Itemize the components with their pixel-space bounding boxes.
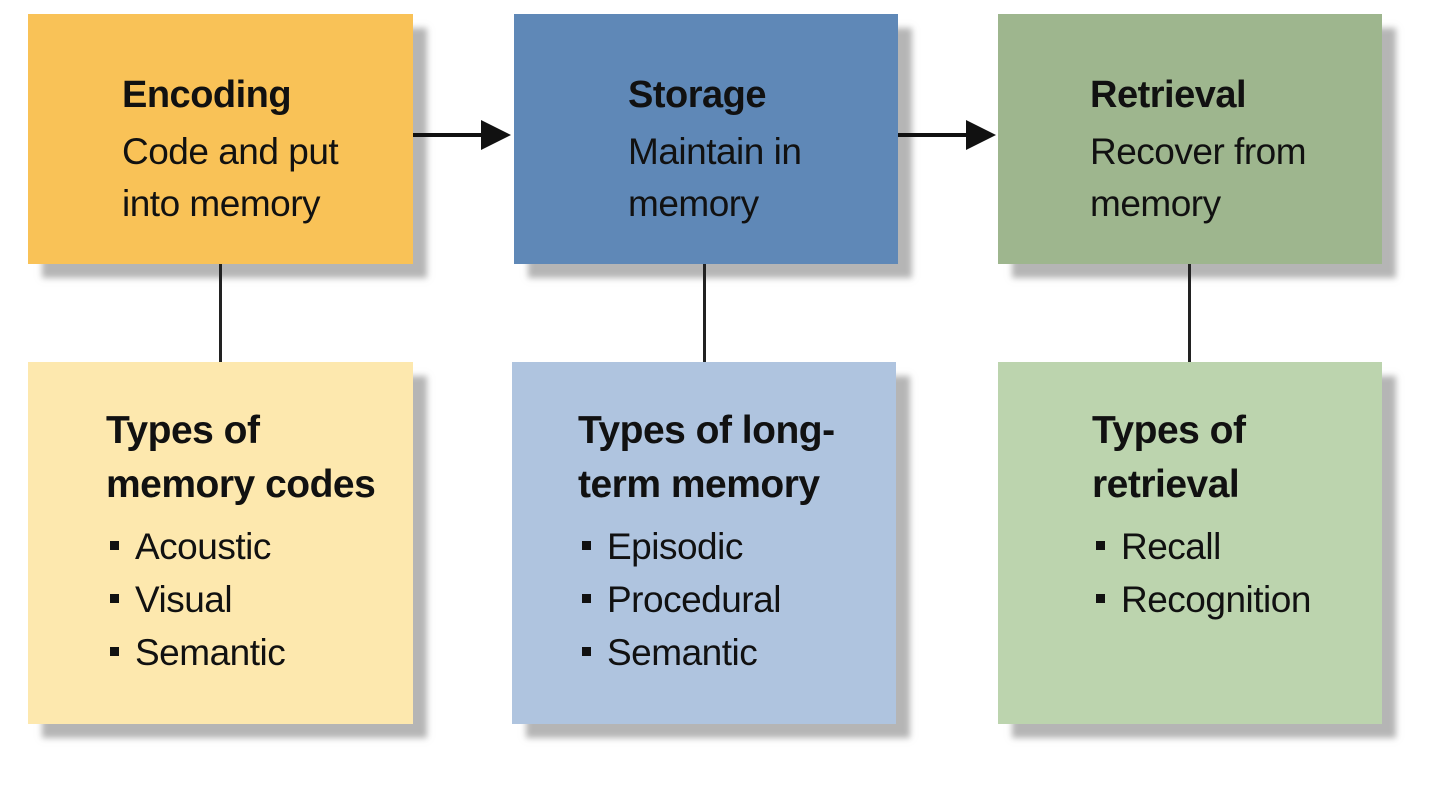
list-item: Recognition [1096, 573, 1311, 626]
list-item: Semantic [110, 626, 286, 679]
bullet-square-icon [1096, 540, 1105, 550]
bullet-square-icon [582, 540, 591, 550]
long-term-memory-title: Types of long-term memory [578, 409, 835, 506]
storage-connector [703, 264, 706, 362]
retrieval-title: Retrieval [1090, 74, 1247, 116]
retrieval-connector [1188, 264, 1191, 362]
bullet-square-icon [582, 646, 591, 656]
list-item: Semantic [582, 626, 781, 679]
retrieval-stage-box: Retrieval Recover from memory [998, 14, 1382, 264]
list-item: Episodic [582, 520, 781, 573]
storage-title: Storage [628, 74, 766, 116]
encoding-connector [219, 264, 222, 362]
long-term-memory-list: Episodic Procedural Semantic [582, 520, 781, 679]
bullet-square-icon [582, 593, 591, 603]
storage-stage-box: Storage Maintain in memory [514, 14, 898, 264]
retrieval-description: Recover from memory [1090, 131, 1307, 224]
storage-description: Maintain in memory [628, 131, 802, 224]
arrow-encoding-to-storage [413, 120, 511, 150]
arrow-storage-to-retrieval [898, 120, 996, 150]
memory-codes-list: Acoustic Visual Semantic [110, 520, 286, 679]
retrieval-types-box: Types of retrieval Recall Recognition [998, 362, 1382, 724]
list-item: Recall [1096, 520, 1311, 573]
memory-codes-title: Types of memory codes [106, 409, 376, 506]
retrieval-types-title: Types of retrieval [1092, 409, 1246, 506]
retrieval-types-list: Recall Recognition [1096, 520, 1311, 626]
bullet-square-icon [110, 593, 119, 603]
memory-codes-box: Types of memory codes Acoustic Visual Se… [28, 362, 413, 724]
bullet-square-icon [110, 540, 119, 550]
encoding-description: Code and put into memory [122, 131, 339, 224]
bullet-square-icon [1096, 593, 1105, 603]
encoding-title: Encoding [122, 74, 292, 116]
bullet-square-icon [110, 646, 119, 656]
encoding-stage-box: Encoding Code and put into memory [28, 14, 413, 264]
list-item: Acoustic [110, 520, 285, 573]
list-item: Procedural [582, 573, 781, 626]
list-item: Visual [110, 573, 285, 626]
long-term-memory-box: Types of long-term memory Episodic Proce… [512, 362, 896, 724]
